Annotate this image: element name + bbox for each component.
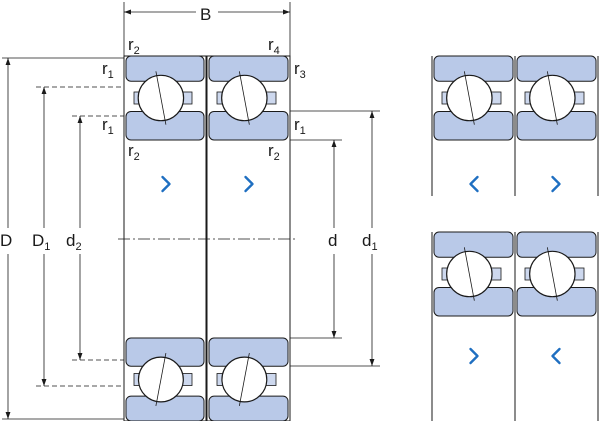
bearing-section bbox=[516, 55, 597, 141]
chevron-right-icon bbox=[161, 175, 171, 193]
contact-line bbox=[463, 247, 475, 301]
label-D1: D1 bbox=[32, 231, 50, 253]
label-B: B bbox=[200, 5, 211, 24]
contact-line bbox=[546, 247, 558, 301]
dimensions bbox=[2, 2, 380, 420]
cage-right bbox=[265, 373, 277, 386]
bearing-section bbox=[433, 55, 514, 141]
contact-line bbox=[546, 71, 558, 125]
contact-line bbox=[238, 71, 250, 125]
label-r4: r4 bbox=[268, 35, 280, 57]
label-r2-right: r2 bbox=[268, 141, 280, 163]
label-r2-left: r2 bbox=[128, 141, 140, 163]
contact-line bbox=[155, 71, 167, 125]
bearing-section bbox=[433, 231, 514, 317]
contact-line bbox=[463, 71, 475, 125]
chevron-left-icon bbox=[469, 175, 479, 193]
contact-line bbox=[238, 353, 250, 406]
chevron-left-icon bbox=[551, 347, 561, 365]
chevron-right-icon bbox=[551, 175, 561, 193]
label-r1-left: r1 bbox=[102, 115, 114, 137]
label-r1-top: r1 bbox=[102, 59, 114, 81]
main-bearing-pair bbox=[118, 55, 298, 421]
bearing-section bbox=[125, 55, 205, 141]
bearing-section bbox=[208, 55, 289, 141]
arrangement-top-right bbox=[431, 55, 599, 196]
dimension-labels: B D D1 d2 d d1 r2 r4 r1 r3 r1 r1 r2 r2 bbox=[0, 5, 378, 253]
label-d1: d1 bbox=[362, 231, 378, 253]
bearing-section bbox=[208, 337, 289, 421]
arrangement-bottom-right bbox=[431, 231, 599, 421]
chevron-right-icon bbox=[244, 175, 254, 193]
label-r2-top: r2 bbox=[128, 35, 140, 57]
label-D: D bbox=[0, 231, 12, 250]
label-d: d bbox=[328, 231, 337, 250]
contact-line bbox=[155, 353, 167, 406]
chevron-right-icon bbox=[469, 347, 479, 365]
label-r3: r3 bbox=[294, 59, 306, 81]
bearing-section bbox=[125, 337, 205, 421]
bearing-section bbox=[516, 231, 597, 317]
label-d2: d2 bbox=[66, 231, 82, 253]
label-r1-right: r1 bbox=[294, 115, 306, 137]
